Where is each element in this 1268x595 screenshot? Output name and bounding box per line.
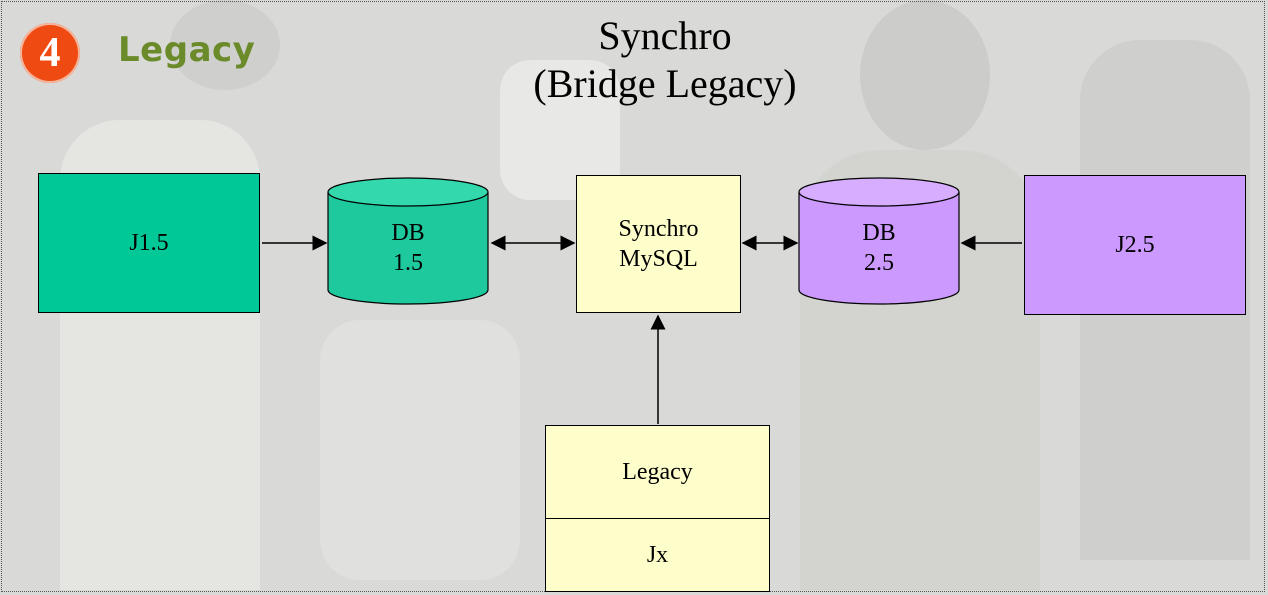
diagram-title: Synchro (Bridge Legacy) <box>470 12 860 108</box>
j15-label: J1.5 <box>129 230 169 256</box>
title-line-2: (Bridge Legacy) <box>533 61 797 106</box>
db15-line-2: 1.5 <box>393 250 423 276</box>
slide-heading: Legacy <box>118 30 256 70</box>
j25-node: J2.5 <box>1024 175 1246 315</box>
step-number-badge: 4 <box>20 23 80 83</box>
title-line-1: Synchro <box>598 13 732 58</box>
db25-line-2: 2.5 <box>864 250 894 276</box>
db15-label: DB 1.5 <box>328 218 488 278</box>
j15-node: J1.5 <box>38 173 260 313</box>
synchro-line-1: Synchro <box>618 216 699 242</box>
db-1-5-cylinder <box>327 177 489 305</box>
jx-label: Jx <box>646 542 669 568</box>
db25-label: DB 2.5 <box>799 218 959 278</box>
legacy-node: Legacy <box>545 425 770 519</box>
synchro-line-2: MySQL <box>619 246 698 272</box>
db15-line-1: DB <box>391 220 425 246</box>
db-2-5-cylinder <box>798 177 960 305</box>
legacy-label: Legacy <box>622 459 693 485</box>
j25-label: J2.5 <box>1115 232 1155 258</box>
db25-line-1: DB <box>862 220 896 246</box>
synchro-mysql-node: Synchro MySQL <box>576 175 741 313</box>
jx-node: Jx <box>545 518 770 592</box>
